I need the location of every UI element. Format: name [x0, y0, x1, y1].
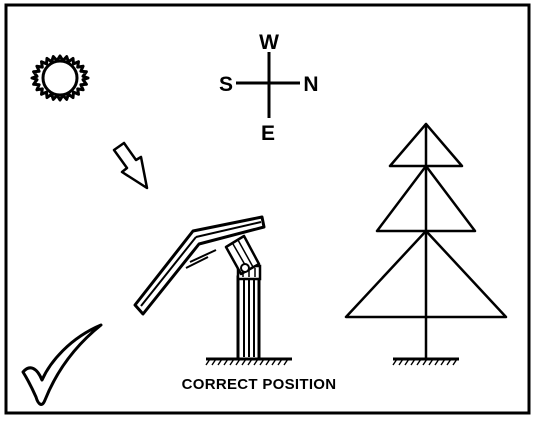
sun-icon: [32, 56, 88, 100]
compass-north-label: N: [303, 73, 318, 96]
sun-ray-arrow-icon: [114, 143, 147, 188]
pine-tree: [346, 124, 506, 365]
diagram-caption: CORRECT POSITION: [182, 376, 337, 393]
solar-panel-on-pole: [135, 217, 292, 365]
compass-east-label: E: [261, 122, 275, 145]
compass-west-label: W: [259, 31, 279, 54]
compass-rose: W S N E: [219, 31, 319, 145]
compass-south-label: S: [219, 73, 233, 96]
checkmark-icon: [23, 325, 101, 404]
